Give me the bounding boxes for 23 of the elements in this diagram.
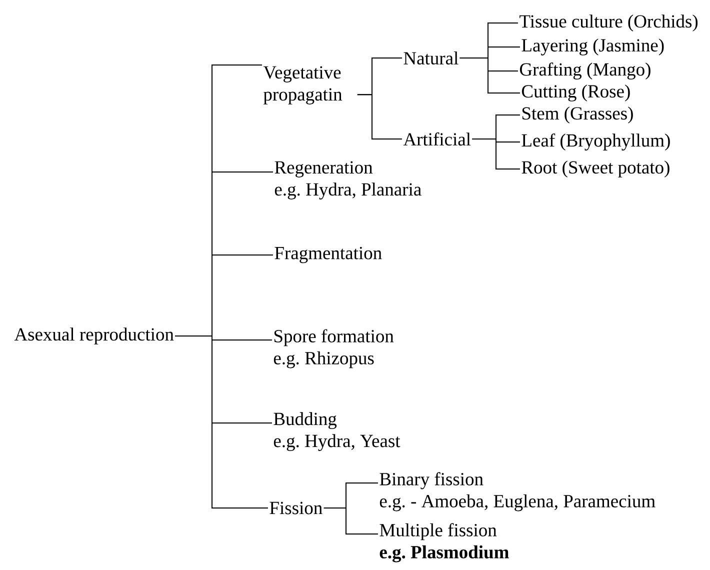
leaf-label: Leaf (Bryophyllum) <box>522 133 670 151</box>
connector <box>174 336 268 508</box>
leaf-label: Grafting (Mango) <box>520 62 650 80</box>
connector <box>356 94 402 140</box>
branch-label: Asexual reproduction <box>14 328 174 344</box>
leaf-label: Multiple fission e.g. Plasmodium <box>380 523 509 562</box>
leaf-label: Budding e.g. Hydra, Yeast <box>274 412 400 452</box>
leaf-label: Tissue culture (Orchids) <box>520 14 698 32</box>
leaf-label: Regeneration e.g. Hydra, Planaria <box>274 161 422 200</box>
leaf-label: Stem (Grasses) <box>522 106 633 124</box>
connector <box>472 138 520 170</box>
branch-label: Vegetative propagatin <box>263 66 342 104</box>
connector <box>323 508 378 534</box>
leaf-label: Binary fission e.g. - Amoeba, Euglena, Paramecium <box>380 472 656 512</box>
leaf-label: Root (Sweet potato) <box>522 160 670 178</box>
branch-label: Fission <box>270 502 322 514</box>
leaf-label: Fragmentation <box>274 246 382 264</box>
connector <box>459 58 520 94</box>
leaf-label: Cutting (Rose) <box>522 84 630 102</box>
leaf-label: Layering (Jasmine) <box>522 38 664 56</box>
branch-label: Artificial <box>403 132 471 146</box>
branch-label: Natural <box>404 51 458 65</box>
leaf-label: Spore formation e.g. Rhizopus <box>274 329 394 368</box>
